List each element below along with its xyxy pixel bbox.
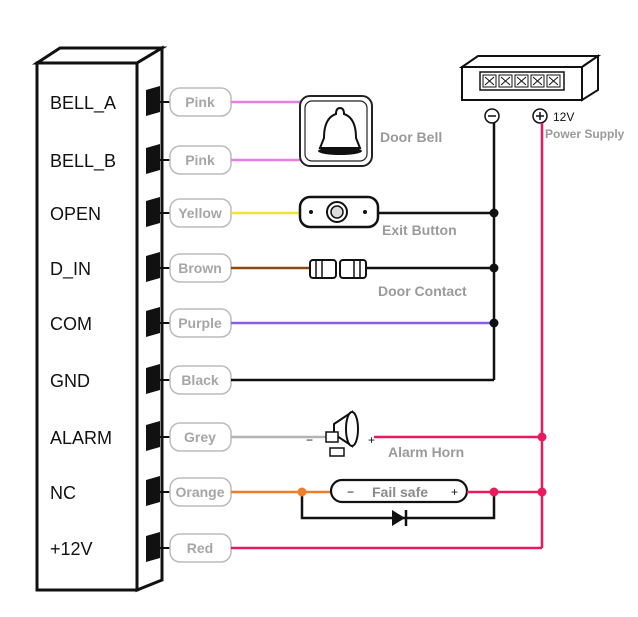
terminal-label: GND — [50, 371, 90, 391]
terminal-block — [146, 421, 160, 451]
terminal-block — [146, 144, 160, 174]
alarm-horn: − + Alarm Horn — [306, 410, 464, 460]
power-terminals — [482, 74, 561, 88]
terminal-row-4: COM Purple — [50, 307, 494, 338]
junction-dot — [489, 487, 499, 497]
terminal-label: NC — [50, 483, 76, 503]
terminal-row-2: OPEN Yellow — [50, 197, 300, 228]
door-contact: Door Contact — [309, 259, 467, 299]
door-contact-label: Door Contact — [378, 283, 467, 299]
horn-plus: + — [368, 433, 375, 447]
junction-dot — [537, 487, 547, 497]
terminal-label: BELL_B — [50, 151, 116, 172]
junction-dot — [537, 432, 547, 442]
exit-button: Exit Button — [298, 195, 457, 238]
terminal-block — [146, 364, 160, 394]
wire-label: Orange — [175, 484, 224, 500]
horn-minus: − — [306, 433, 313, 447]
voltage-label: 12V — [553, 110, 574, 124]
door-bell-label: Door Bell — [380, 129, 442, 145]
terminal-label: +12V — [50, 539, 93, 559]
terminal-label: D_IN — [50, 259, 91, 280]
diode-icon — [392, 510, 405, 526]
door-bell: Door Bell — [299, 95, 442, 167]
junction-dot — [297, 487, 307, 497]
junction-dot — [489, 208, 499, 218]
wire-label: Pink — [185, 94, 215, 110]
wire-label: Brown — [178, 260, 222, 276]
controller-box — [31, 45, 168, 593]
terminal-block — [146, 252, 160, 282]
terminal-row-5: GND Black — [50, 364, 494, 395]
terminal-row-7: NC Orange — [50, 476, 331, 507]
terminal-block — [146, 476, 160, 506]
wire-label: Yellow — [178, 205, 222, 221]
wire-label: Pink — [185, 152, 215, 168]
junction-dot — [489, 263, 499, 273]
wire-label: Purple — [178, 315, 222, 331]
alarm-horn-label: Alarm Horn — [388, 444, 464, 460]
terminal-label: BELL_A — [50, 93, 116, 114]
terminal-block — [146, 197, 160, 227]
terminal-label: ALARM — [50, 428, 112, 448]
terminal-label: OPEN — [50, 204, 101, 224]
fail-safe-label: Fail safe — [372, 484, 428, 500]
junction-dots — [297, 208, 547, 497]
wire-label: Grey — [184, 429, 216, 445]
junction-dot — [489, 318, 499, 328]
exit-button-label: Exit Button — [382, 222, 457, 238]
power-supply-label: Power Supply — [545, 127, 625, 141]
fail-safe-lock: − Fail safe + — [300, 478, 496, 526]
terminal-block — [146, 532, 160, 562]
wire-label: Red — [187, 540, 213, 556]
failsafe-plus: + — [451, 485, 458, 499]
terminal-block — [146, 86, 160, 116]
terminal-row-8: +12V Red — [50, 532, 542, 563]
power-supply: 12V Power Supply — [458, 54, 625, 141]
terminal-row-3: D_IN Brown — [50, 252, 310, 283]
wire-label: Black — [181, 372, 219, 388]
terminal-row-0: BELL_A Pink — [50, 86, 300, 117]
terminal-label: COM — [50, 314, 92, 334]
terminal-block — [146, 307, 160, 337]
terminal-row-1: BELL_B Pink — [50, 144, 300, 175]
failsafe-minus: − — [347, 485, 354, 499]
terminal-row-6: ALARM Grey — [50, 421, 326, 452]
